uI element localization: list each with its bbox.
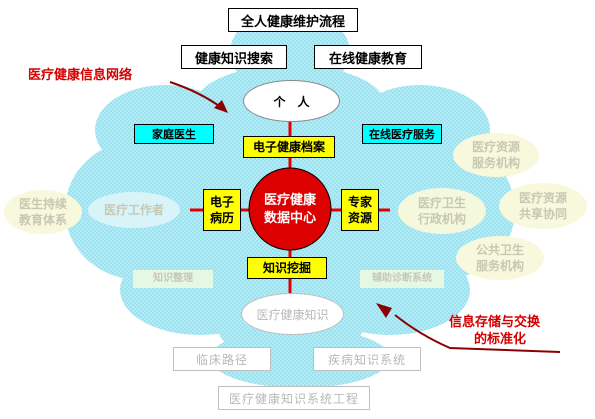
resource-inst-label: 医疗资源 服务机构 bbox=[453, 133, 539, 177]
continuing-ed-line2: 教育体系 bbox=[18, 213, 67, 227]
resource-share-line1: 医疗资源 bbox=[518, 191, 567, 205]
medical-worker-label: 医疗工作者 bbox=[103, 203, 164, 217]
data-center-label: 医疗健康 数据中心 bbox=[250, 190, 330, 230]
knowledge-mgmt-box bbox=[133, 270, 213, 288]
knowledge-mining-box: 知识挖掘 bbox=[247, 257, 327, 279]
public-health-oval bbox=[456, 236, 544, 280]
online-education-box: 在线健康教育 bbox=[314, 45, 422, 69]
public-health-line2: 服务机构 bbox=[475, 259, 524, 273]
health-knowledge-node: 医疗健康知识 bbox=[241, 293, 344, 335]
person-label: 个 人 bbox=[273, 94, 310, 109]
medical-worker-oval bbox=[88, 192, 180, 228]
health-knowledge-label: 医疗健康知识 bbox=[256, 307, 329, 322]
knowledge-mgmt-label: 知识整理 bbox=[153, 273, 193, 284]
storage-label-line2: 的标准化 bbox=[474, 332, 527, 347]
emr-box: 电子 病历 bbox=[203, 189, 241, 231]
admin-line1: 医疗卫生 bbox=[417, 196, 466, 210]
family-doctor-box: 家庭医生 bbox=[134, 124, 214, 144]
expert-resource-box: 专家 资源 bbox=[341, 189, 379, 231]
online-service-box: 在线医疗服务 bbox=[362, 124, 442, 144]
health-record-box: 电子健康档案 bbox=[243, 136, 335, 158]
admin-line2: 行政机构 bbox=[417, 212, 466, 226]
emr-line1: 电子 bbox=[209, 195, 234, 209]
resource-inst-oval bbox=[453, 133, 539, 177]
expert-line1: 专家 bbox=[347, 195, 372, 209]
admin-label: 医疗卫生 行政机构 bbox=[398, 188, 486, 234]
emr-line2: 病历 bbox=[209, 211, 234, 225]
resource-share-label: 医疗资源 共享协同 bbox=[499, 183, 587, 229]
resource-share-oval bbox=[499, 183, 587, 229]
aux-diag-label: 辅助诊断系统 bbox=[372, 273, 432, 284]
continuing-ed-label: 医生持续 教育体系 bbox=[4, 190, 82, 234]
aux-diag-box bbox=[360, 270, 444, 288]
center-line1: 医疗健康 bbox=[263, 193, 316, 208]
resource-share-line2: 共享协同 bbox=[518, 207, 567, 221]
network-label: 医疗健康信息网络 bbox=[28, 68, 133, 83]
public-health-line1: 公共卫生 bbox=[475, 243, 524, 257]
storage-label-line1: 信息存储与交换 bbox=[449, 315, 541, 330]
disease-kb-box: 疾病知识系统 bbox=[313, 347, 421, 371]
kb-engineering-box: 医疗健康知识系统工程 bbox=[218, 386, 370, 410]
continuing-ed-oval bbox=[4, 190, 82, 234]
center-line2: 数据中心 bbox=[263, 211, 316, 226]
resource-inst-line1: 医疗资源 bbox=[471, 140, 520, 154]
continuing-ed-line1: 医生持续 bbox=[18, 197, 67, 211]
knowledge-search-box: 健康知识搜索 bbox=[181, 45, 287, 69]
title-box: 全人健康维护流程 bbox=[228, 8, 358, 32]
public-health-label: 公共卫生 服务机构 bbox=[456, 236, 544, 280]
expert-line2: 资源 bbox=[347, 211, 372, 225]
person-node: 个 人 bbox=[243, 80, 340, 122]
resource-inst-line2: 服务机构 bbox=[471, 156, 520, 170]
clinical-path-box: 临床路径 bbox=[173, 347, 271, 371]
admin-oval bbox=[398, 188, 486, 234]
